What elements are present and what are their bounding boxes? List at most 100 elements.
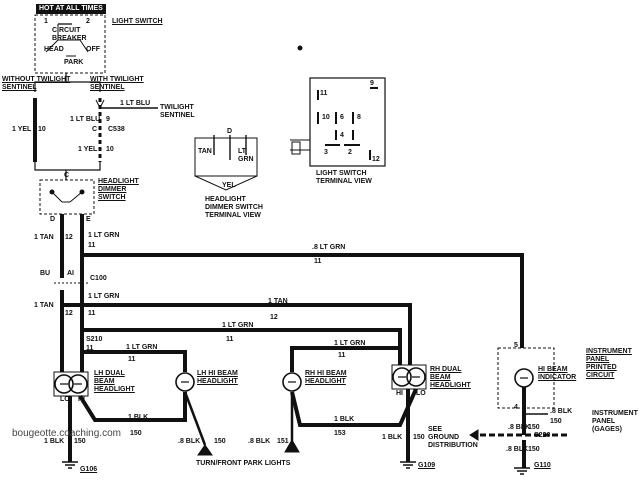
head-position-label: HEAD [44,46,64,53]
tan-lower-label: 1 TAN [34,302,54,309]
ltgrn-rhhi-label: 1 LT GRN [334,340,366,347]
ltgrn-mid-num: 11 [226,336,234,343]
header-label: HOT AT ALL TIMES [36,4,106,14]
blk-g110-label: .8 BLK [506,446,529,453]
blk-lh-label: 1 BLK [128,414,149,421]
dimmer-box [39,179,95,215]
yel-right-num: 10 [106,146,114,153]
blk-rh-return [290,388,418,427]
ls-terminal-9: 9 [370,80,374,87]
lo-label: LO [60,396,70,403]
light-switch-terminal-box [309,77,386,167]
dimmer-terminal-pin: D [227,128,233,135]
dimmer-terminal-yel: YEL [222,182,236,189]
blk-ind-num: 150 [550,418,562,425]
blu-wire-label-left: 1 LT BLU [70,116,101,123]
tan-wire-label: 1 TAN [34,234,54,241]
hi-label: HI [78,396,85,403]
with-sentinel-label: WITH TWILIGHT SENTINEL [90,76,144,91]
light-switch-contacts [45,24,89,57]
rh-hi-beam-label: RH HI BEAM HEADLIGHT [305,370,347,385]
lt-grn-wire-rh [82,328,402,365]
yel-right-label: 1 YEL [78,146,98,153]
ltgrn-gage-label: .8 LT GRN [312,244,346,251]
yel-wire-num: 10 [38,126,46,133]
watermark: bougeotte.coaching.com [12,428,121,439]
blk-s220-label: .8 BLK [508,424,531,431]
ground-distribution-label: SEE GROUND DISTRIBUTION [428,426,478,449]
dimmer-pin-e: E [86,216,91,223]
tan-wire-num: 12 [65,234,73,241]
ltgrn-rhhi-num: 11 [338,352,346,359]
g110-label: G110 [534,462,551,469]
lh-hi-beam-label: LH HI BEAM HEADLIGHT [197,370,238,385]
blk-s220-num: 150 [528,424,540,431]
lt-grn-gage-wire [80,214,524,348]
blk-lh-return [78,392,187,422]
yel-wire-label: 1 YEL [12,126,32,133]
instrument-panel-box [497,347,555,409]
blk-lh-drop-num: 150 [74,438,86,445]
turn-park-label: TURN/FRONT PARK LIGHTS [196,460,291,467]
switch-feed-wire [34,73,101,92]
ls-terminal-4: 4 [340,132,344,139]
light-switch-pin-1: 1 [44,18,48,25]
blk-rh-drop-num: 150 [413,434,425,441]
pin-c-label: C [92,126,98,133]
light-switch-title: LIGHT SWITCH [112,18,163,25]
hi-beam-indicator-label: HI BEAM INDICATOR [538,366,577,381]
ls-terminal-2: 2 [348,149,352,156]
dimmer-switch-title: HEADLIGHT DIMMER SWITCH [98,178,139,201]
tan-mid-num: 12 [270,314,278,321]
hi-r-label: HI [396,390,403,397]
s220-label: S220 [534,432,551,439]
park-position-label: PARK [64,59,84,66]
lt-grn-rh-hi [290,346,400,372]
twilight-sentinel-label: TWILIGHT SENTINEL [160,104,195,119]
blk-lhhi-wire [183,391,207,446]
blk-lhhi-label: .8 BLK [178,438,201,445]
blk-rhhi-label: .8 BLK [248,438,271,445]
blk-lhhi-num: 150 [214,438,226,445]
ls-terminal-12: 12 [372,156,380,163]
ltgrn-gage-num: 11 [314,258,322,265]
light-switch-pin-2: 2 [86,18,90,25]
tan-lower-num: 12 [65,310,73,317]
ltgrn-mid-label: 1 LT GRN [222,322,254,329]
ltgrn-lower-label: 1 LT GRN [88,293,120,300]
blk-rh-label: 1 BLK [334,416,355,423]
g106-label: G106 [80,466,98,473]
blk-lh-drop-label: 1 BLK [44,438,65,445]
ltgrn-lhhi-label: 1 LT GRN [126,344,158,351]
indicator-pin-5: 5 [514,342,518,349]
blk-ind-label: .8 BLK [550,408,573,415]
g109-label: G109 [418,462,436,469]
blk-lh-num: 150 [130,430,142,437]
rh-dual-beam-label: RH DUAL BEAM HEADLIGHT [430,366,471,389]
ls-terminal-8: 8 [357,114,361,121]
lh-dual-beam-label: LH DUAL BEAM HEADLIGHT [94,370,135,393]
s210-num: 11 [86,345,94,352]
blk-g110-num: 150 [528,446,540,453]
ls-terminal-10: 10 [322,114,330,121]
lt-grn-lh-hi [82,350,187,372]
indicator-pin-4: 4 [514,404,518,411]
tan-wire-rh [62,303,412,365]
blu-wire-num: 9 [106,116,110,123]
instrument-panel-gages-label: INSTRUMENT PANEL (GAGES) [592,410,638,433]
off-position-label: OFF [86,46,100,53]
ltgrn-lower-num: 11 [88,310,96,317]
bu-label: BU [40,270,51,277]
c538-label: C538 [108,126,125,133]
dimmer-feed [34,162,101,180]
dimmer-terminal-box [194,137,258,177]
dimmer-pin-c: C [64,172,70,179]
s210-label: S210 [86,336,103,343]
dimmer-pin-d: D [50,216,56,223]
blk-rh-num: 153 [334,430,346,437]
ls-terminal-3: 3 [324,149,328,156]
ls-terminal-title: LIGHT SWITCH TERMINAL VIEW [316,170,372,185]
light-switch-box [34,14,106,74]
ls-terminal-6: 6 [340,114,344,121]
